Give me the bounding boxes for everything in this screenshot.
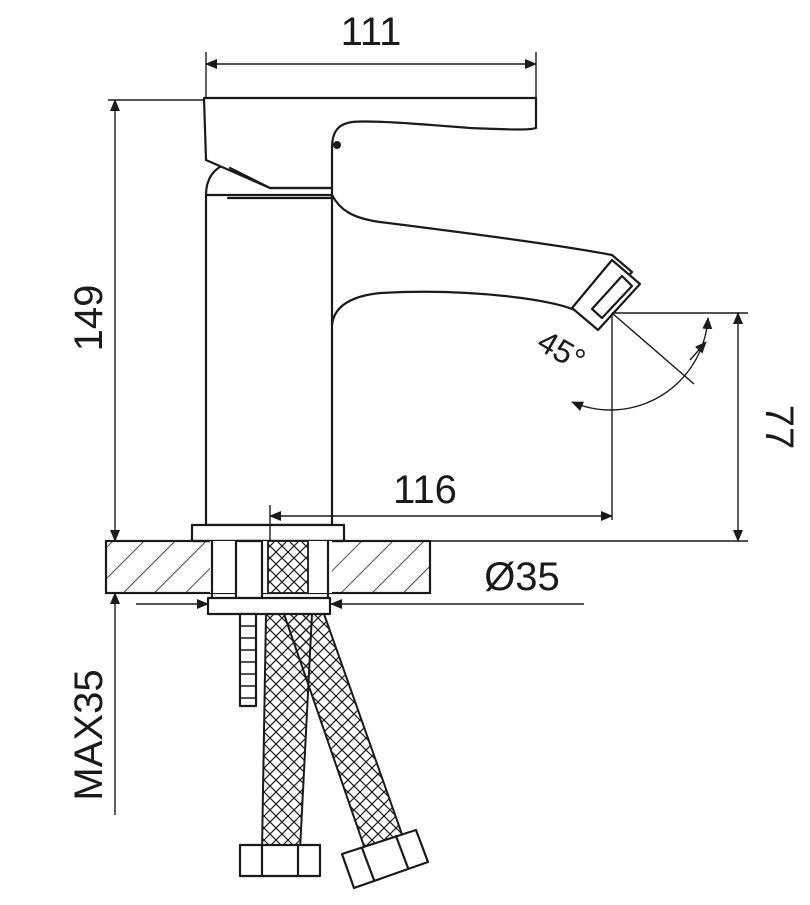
faucet-body [190,96,642,543]
lever-handle [202,96,538,190]
hex-nut-right [340,828,430,890]
dimension-width: 111 [205,10,537,98]
dim-label-base-diameter: Ø35 [484,555,560,599]
dim-label-height: 149 [67,285,111,352]
dimension-spout-height: 77 [430,312,801,542]
dim-label-spout-angle: 45° [532,323,592,378]
threaded-rod [238,612,258,708]
lever-pivot [333,141,341,149]
cartridge-collar [226,166,334,200]
dim-label-spout-height: 77 [757,405,801,450]
hex-nut-left [238,843,322,878]
dimension-base-diameter: Ø35 [136,555,584,609]
dim-label-width: 111 [341,10,402,54]
fixing-plate [206,596,332,616]
dimension-spout-reach: 116 [269,313,613,541]
braided-hoses [238,613,430,890]
dim-label-spout-reach: 116 [393,468,457,512]
hose-in-shank [267,540,309,594]
dimension-height: 149 [67,99,204,542]
dimension-spout-angle: 45° [532,312,713,411]
dim-label-max-deck: MAX35 [67,669,111,800]
aerator-inner [590,274,634,320]
dimension-max-deck: MAX35 [67,592,120,815]
counter-section [104,539,432,616]
base-collar [190,523,346,543]
